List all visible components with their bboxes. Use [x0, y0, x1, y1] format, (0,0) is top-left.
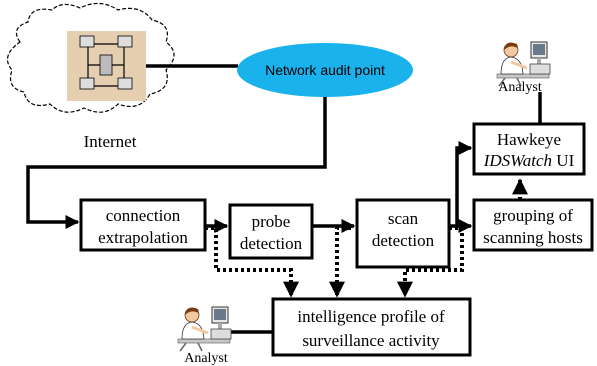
internet-label: Internet [84, 132, 137, 151]
probe-detection-box: probe detection [228, 203, 314, 260]
svg-text:extrapolation: extrapolation [98, 228, 188, 247]
svg-text:connection: connection [106, 206, 181, 225]
network-computers-icon [67, 31, 146, 101]
svg-text:detection: detection [240, 234, 303, 253]
svg-text:detection: detection [372, 231, 435, 250]
scan-out-to-profile-dotted-arrow [397, 226, 464, 298]
svg-text:probe: probe [252, 212, 291, 231]
connection-extrapolation-box: connection extrapolation [79, 198, 207, 252]
hawkeye-idswatch-ui-box: Hawkeye IDSWatch UI [472, 122, 586, 176]
analyst-icon [176, 305, 233, 353]
svg-text:intelligence profile of: intelligence profile of [297, 307, 445, 326]
scan-to-profile-dotted-arrow [329, 226, 351, 298]
audit-point-label: Network audit point [265, 62, 385, 78]
svg-text:surveillance activity: surveillance activity [302, 331, 440, 350]
analyst-top-label: Analyst [498, 80, 542, 95]
connection-to-profile-dotted-arrow [205, 226, 299, 298]
svg-text:scan: scan [388, 209, 419, 228]
intelligence-profile-box: intelligence profile of surveillance act… [271, 297, 472, 357]
svg-text:grouping of: grouping of [493, 206, 573, 225]
svg-text:IDSWatch UI: IDSWatch UI [483, 151, 575, 170]
audit-to-connection-arrow [26, 97, 327, 229]
scan-detection-box: scan detection [355, 198, 451, 269]
network-audit-point [237, 43, 413, 97]
svg-text:scanning hosts: scanning hosts [483, 228, 583, 247]
svg-text:Hawkeye: Hawkeye [497, 130, 561, 149]
scan-to-hawkeye-arrow [455, 141, 473, 226]
grouping-scanning-hosts-box: grouping of scanning hosts [472, 198, 594, 252]
analyst-bottom-label: Analyst [184, 351, 228, 366]
